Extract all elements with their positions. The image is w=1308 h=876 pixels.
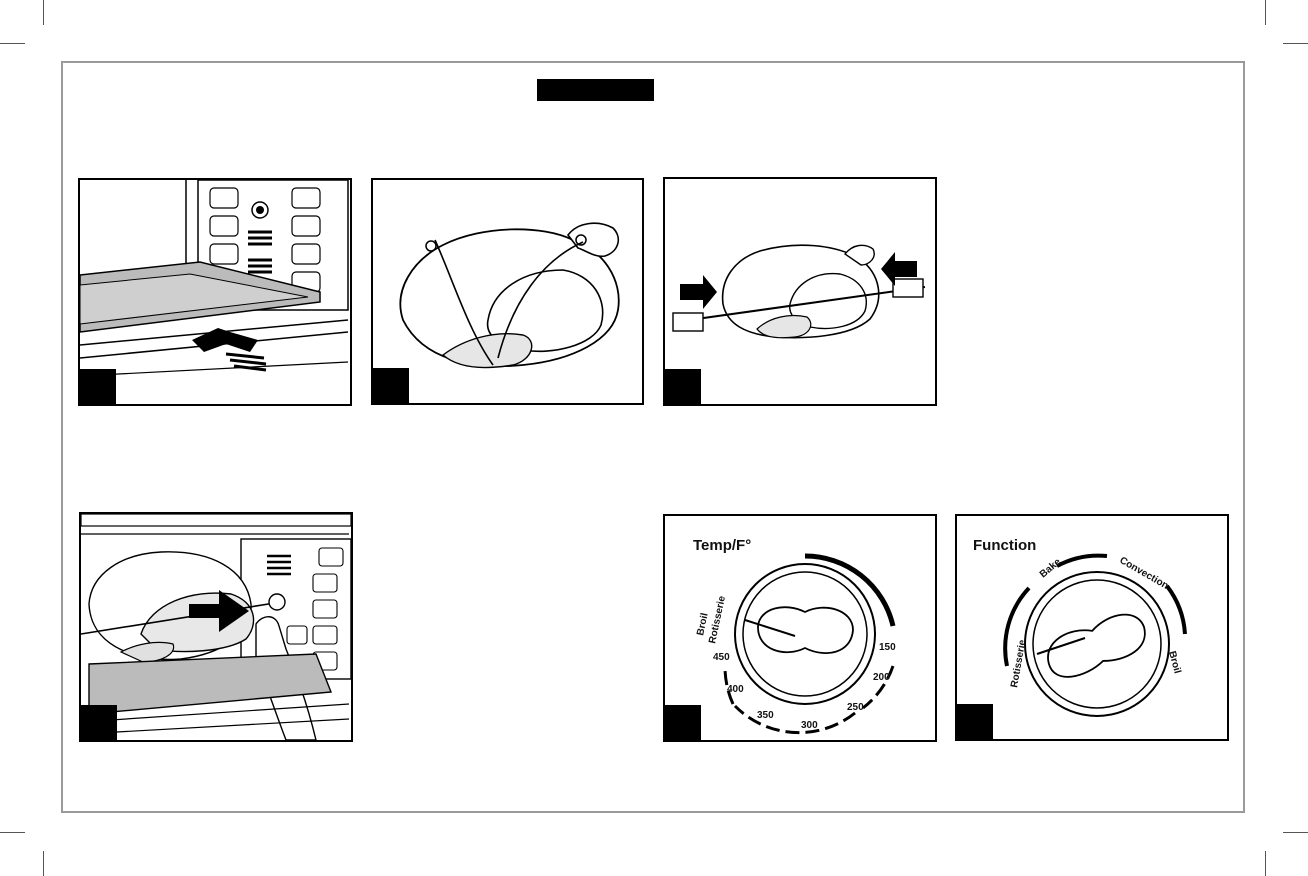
temp-scale-label: 400 — [727, 684, 744, 695]
temp-scale-label: 200 — [873, 672, 890, 683]
temp-scale-label: 300 — [801, 720, 818, 731]
step-number-badge — [373, 368, 409, 403]
temp-scale-label: 250 — [847, 702, 864, 713]
crop-mark — [43, 0, 44, 25]
crop-mark — [1265, 0, 1266, 25]
temperature-dial-illustration: Temp/F° Broil Rotisserie 450 400 350 300… — [665, 516, 935, 740]
temp-scale-label: 150 — [879, 642, 896, 653]
spit-insertion-illustration — [81, 514, 351, 740]
temp-setting-broil: Broil — [695, 612, 711, 637]
temp-scale-label: 350 — [757, 710, 774, 721]
step-panel-function-dial: Function Rotisserie Bake Convection Broi… — [955, 514, 1229, 741]
rotisserie-spit-illustration — [665, 179, 935, 404]
crop-mark — [1283, 43, 1308, 44]
crop-mark — [1265, 851, 1266, 876]
step-panel-truss-chicken — [371, 178, 644, 405]
step-number-badge — [665, 369, 701, 404]
step-panel-insert-spit — [79, 512, 353, 742]
page-frame — [61, 61, 1245, 813]
crop-mark — [0, 832, 25, 833]
step-number-badge — [81, 705, 117, 740]
step-number-badge — [80, 369, 116, 404]
oven-pan-illustration — [80, 180, 350, 404]
step-number-badge — [957, 704, 993, 739]
crop-mark — [0, 43, 25, 44]
crop-mark — [1283, 832, 1308, 833]
temp-dial-title: Temp/F° — [693, 537, 751, 554]
step-panel-skewer-forks — [663, 177, 937, 406]
step-number-badge — [665, 705, 701, 740]
trussed-chicken-illustration — [373, 180, 642, 403]
temp-scale-label: 450 — [713, 652, 730, 663]
function-dial-illustration: Function Rotisserie Bake Convection Broi… — [957, 516, 1227, 739]
step-panel-insert-pan — [78, 178, 352, 406]
section-header-bar — [537, 79, 654, 101]
step-panel-temp-dial: Temp/F° Broil Rotisserie 450 400 350 300… — [663, 514, 937, 742]
crop-mark — [43, 851, 44, 876]
function-dial-title: Function — [973, 537, 1036, 554]
